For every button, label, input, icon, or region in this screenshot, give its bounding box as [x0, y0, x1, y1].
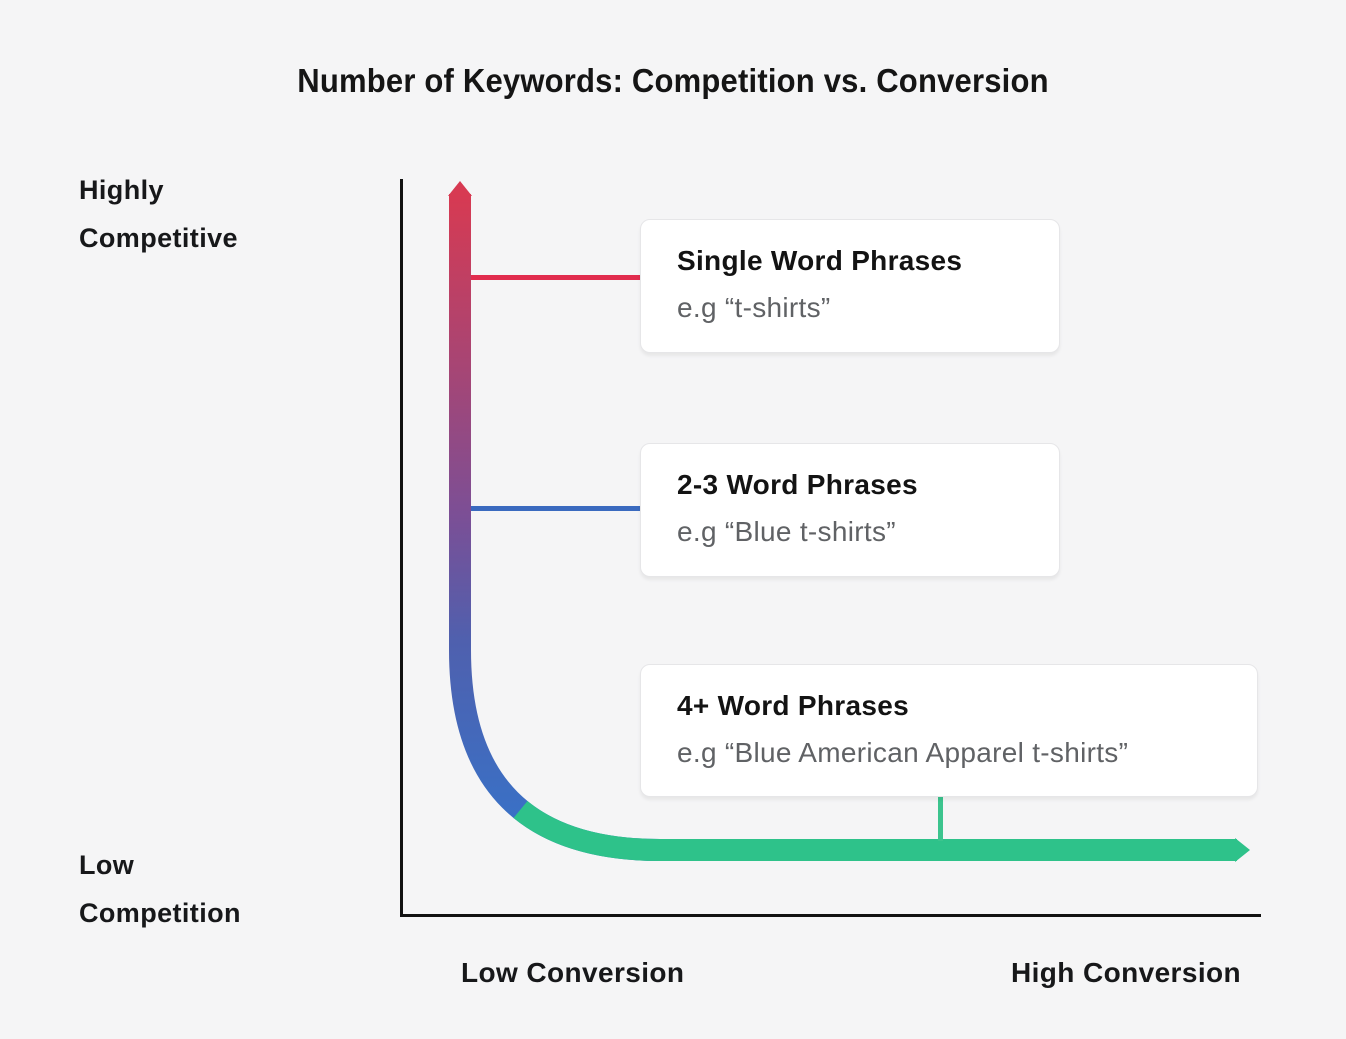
curve-green-tail-segment	[513, 800, 1237, 861]
callout-example: e.g “Blue t-shirts”	[677, 516, 896, 547]
y-axis-bottom-label: Low Competition	[79, 841, 241, 937]
y-axis-bottom-label-line2: Competition	[79, 898, 241, 928]
x-axis-left-label: Low Conversion	[461, 957, 685, 988]
x-axis-line	[400, 914, 1261, 917]
y-axis-line	[400, 179, 403, 917]
y-axis-top-label-line1: Highly	[79, 175, 164, 205]
callout-example: e.g “Blue American Apparel t-shirts”	[677, 737, 1129, 768]
callout-title: 2-3 Word Phrases	[677, 469, 918, 500]
connector-line-2-3-word	[471, 506, 641, 511]
chart-title: Number of Keywords: Competition vs. Conv…	[297, 62, 1049, 99]
callout-title: Single Word Phrases	[677, 245, 963, 276]
y-axis-top-label-line2: Competitive	[79, 223, 238, 253]
arrow-up-icon	[448, 181, 472, 196]
callout-card-2-3-word-phrases: 2-3 Word Phrases e.g “Blue t-shirts”	[640, 443, 1060, 577]
connector-line-single-word	[471, 275, 641, 280]
y-axis-top-label: Highly Competitive	[79, 166, 238, 262]
callout-example: e.g “t-shirts”	[677, 292, 831, 323]
callout-title: 4+ Word Phrases	[677, 690, 909, 721]
callout-card-single-word-phrases: Single Word Phrases e.g “t-shirts”	[640, 219, 1060, 353]
x-axis-right-label: High Conversion	[1011, 957, 1242, 988]
connector-line-4plus-word	[938, 797, 943, 841]
y-axis-bottom-label-line1: Low	[79, 850, 135, 880]
callout-card-4plus-word-phrases: 4+ Word Phrases e.g “Blue American Appar…	[640, 664, 1258, 797]
arrow-right-icon	[1235, 838, 1250, 862]
